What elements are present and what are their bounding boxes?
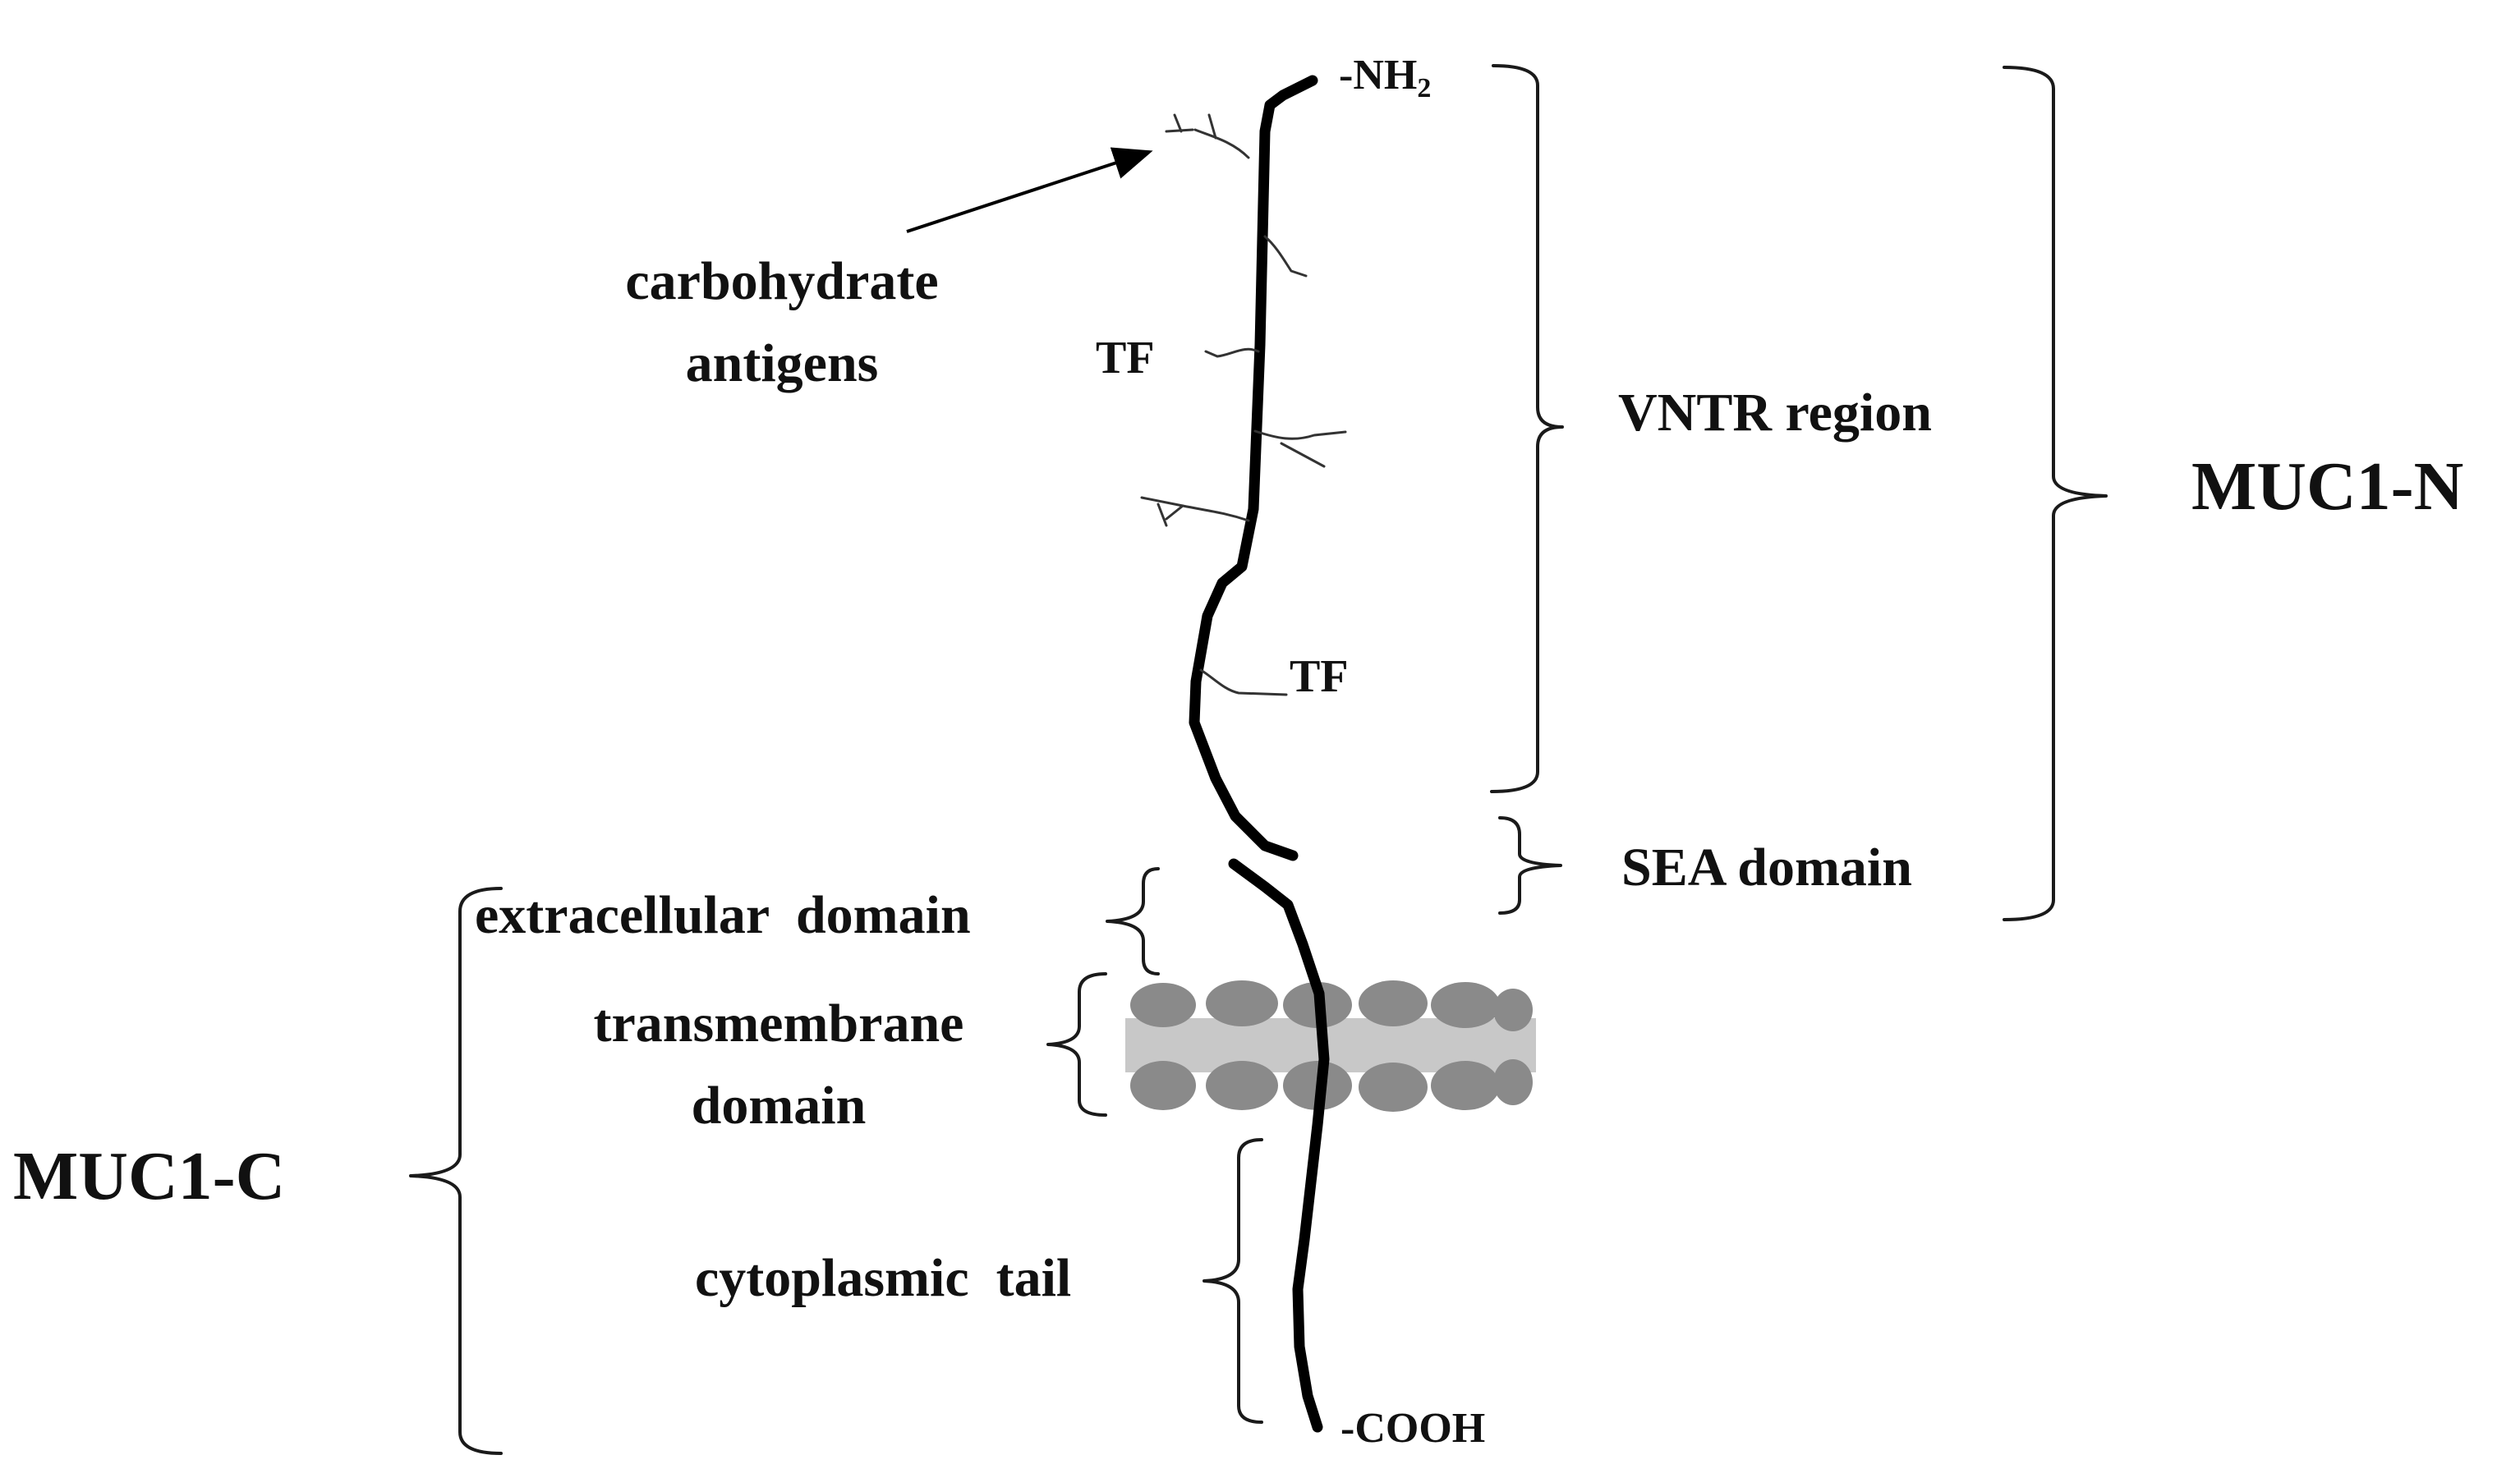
glycan-3 [1204,347,1260,358]
mucc-chain [1228,858,1330,1433]
glycan-chains [1140,113,1347,696]
cell-membrane [1125,980,1536,1112]
tf-label-top: TF [1096,333,1155,383]
extracellular-domain-label: extracellular domain [475,885,971,945]
transmembrane-domain-label-line2: domain [692,1076,867,1136]
glycan-5 [1140,496,1250,527]
sea-domain-label: SEA domain [1621,838,1912,897]
carbohydrate-arrow [906,147,1153,233]
carbohydrate-antigens-label-line1: carbohydrate [625,251,938,311]
glycan-6 [1199,668,1288,696]
mucn-bracket [2003,66,2108,921]
mucc-label: MUC1-C [13,1138,285,1214]
glycan-4 [1253,429,1347,468]
transmembrane-domain-label-line1: transmembrane [594,994,964,1053]
tf-label-bottom: TF [1290,651,1349,702]
n-terminus-label: -NH2 [1339,52,1431,103]
mucc-bracket [409,887,503,1455]
carbohydrate-antigens-label-line2: antigens [686,333,879,393]
sea-bracket [1498,816,1562,915]
c-terminus-label: -COOH [1340,1405,1485,1452]
transmembrane-bracket [1046,972,1107,1117]
glycan-2 [1263,235,1308,278]
glycan-1 [1165,113,1250,159]
mucn-label: MUC1-N [2191,448,2463,525]
vntr-bracket [1490,64,1564,793]
cytoplasmic-tail-label: cytoplasmic tail [695,1248,1071,1308]
lipid-heads-outer [1130,980,1533,1031]
cytoplasmic-bracket [1203,1138,1263,1424]
extracellular-bracket [1106,867,1160,975]
vntr-region-label: VNTR region [1618,383,1932,443]
mucn-chain [1189,75,1318,861]
